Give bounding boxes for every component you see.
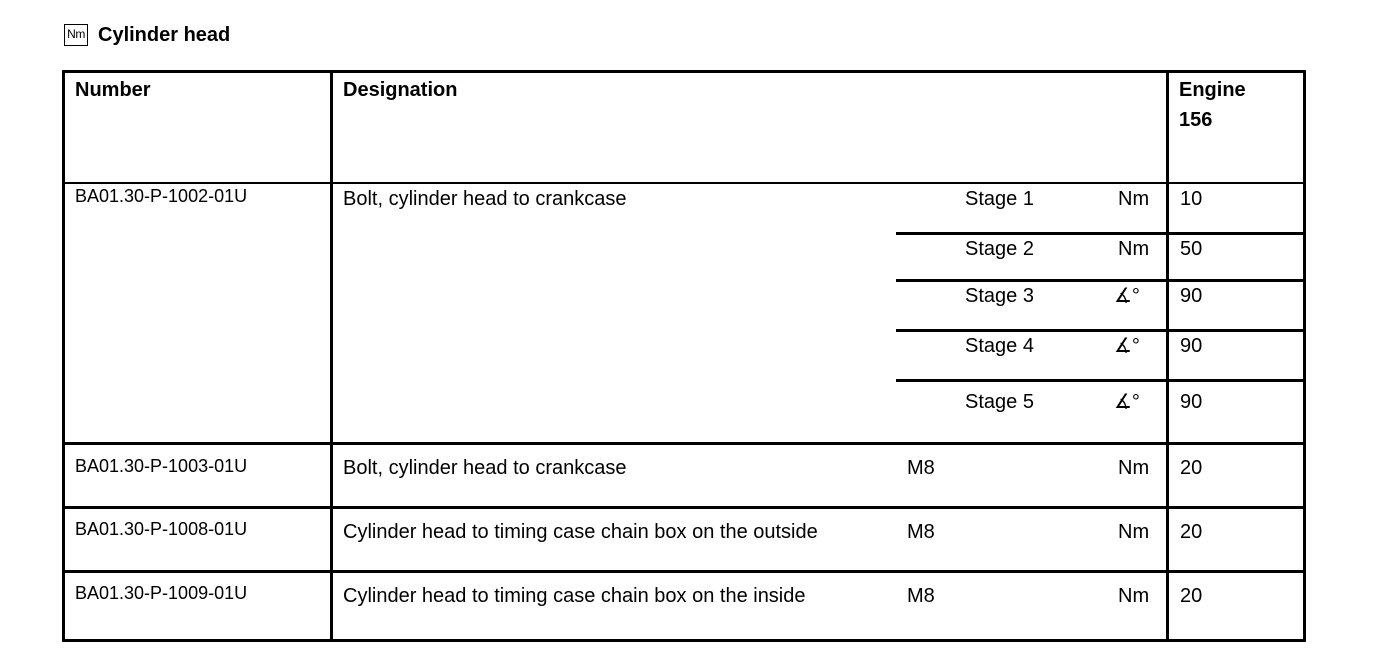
row-unit: Nm — [1118, 521, 1150, 543]
stage-unit: Nm — [1118, 188, 1150, 210]
section-title: Cylinder head — [98, 23, 231, 46]
table-border-bottom — [62, 639, 1306, 642]
row-number: BA01.30-P-1008-01U — [75, 519, 248, 539]
row-number: BA01.30-P-1002-01U — [75, 186, 248, 206]
row-separator-1 — [62, 442, 1306, 445]
torque-nm-icon: Nm — [64, 24, 88, 46]
table-border-right — [1303, 70, 1306, 642]
row-number: BA01.30-P-1009-01U — [75, 583, 248, 603]
angle-unit: ∡° — [1114, 285, 1140, 307]
row-value: 20 — [1180, 585, 1203, 607]
stage-unit: Nm — [1118, 238, 1150, 260]
row-thread: M8 — [907, 521, 935, 543]
table-border-left — [62, 70, 65, 642]
stage-separator-1 — [896, 232, 1306, 235]
table-border-top — [62, 70, 1306, 73]
header-engine: Engine — [1179, 79, 1246, 101]
row-separator-2 — [62, 506, 1306, 509]
stage-label: Stage 5 — [965, 391, 1034, 413]
stage-separator-2 — [896, 279, 1306, 282]
section-header: Nm Cylinder head — [64, 20, 230, 50]
stage-separator-4 — [896, 379, 1306, 382]
row-designation: Cylinder head to timing case chain box o… — [343, 521, 818, 543]
stage-value: 90 — [1180, 285, 1203, 307]
angle-unit: ∡° — [1114, 335, 1140, 357]
angle-unit: ∡° — [1114, 391, 1140, 413]
column-divider-designation — [330, 70, 333, 642]
row-designation: Bolt, cylinder head to crankcase — [343, 188, 627, 210]
stage-value: 50 — [1180, 238, 1203, 260]
row-thread: M8 — [907, 457, 935, 479]
stage-label: Stage 4 — [965, 335, 1034, 357]
row-designation: Bolt, cylinder head to crankcase — [343, 457, 627, 479]
stage-label: Stage 3 — [965, 285, 1034, 307]
header-separator — [62, 182, 1306, 184]
column-divider-engine — [1166, 70, 1169, 642]
stage-label: Stage 1 — [965, 188, 1034, 210]
header-number: Number — [75, 79, 151, 101]
row-value: 20 — [1180, 457, 1203, 479]
stage-value: 90 — [1180, 391, 1203, 413]
row-number: BA01.30-P-1003-01U — [75, 456, 248, 476]
row-value: 20 — [1180, 521, 1203, 543]
row-designation: Cylinder head to timing case chain box o… — [343, 585, 806, 607]
header-engine-number: 156 — [1179, 109, 1213, 131]
row-unit: Nm — [1118, 585, 1150, 607]
stage-label: Stage 2 — [965, 238, 1034, 260]
stage-separator-3 — [896, 329, 1306, 332]
stage-value: 10 — [1180, 188, 1203, 210]
row-unit: Nm — [1118, 457, 1150, 479]
stage-value: 90 — [1180, 335, 1203, 357]
header-designation: Designation — [343, 79, 458, 101]
row-thread: M8 — [907, 585, 935, 607]
row-separator-3 — [62, 570, 1306, 573]
